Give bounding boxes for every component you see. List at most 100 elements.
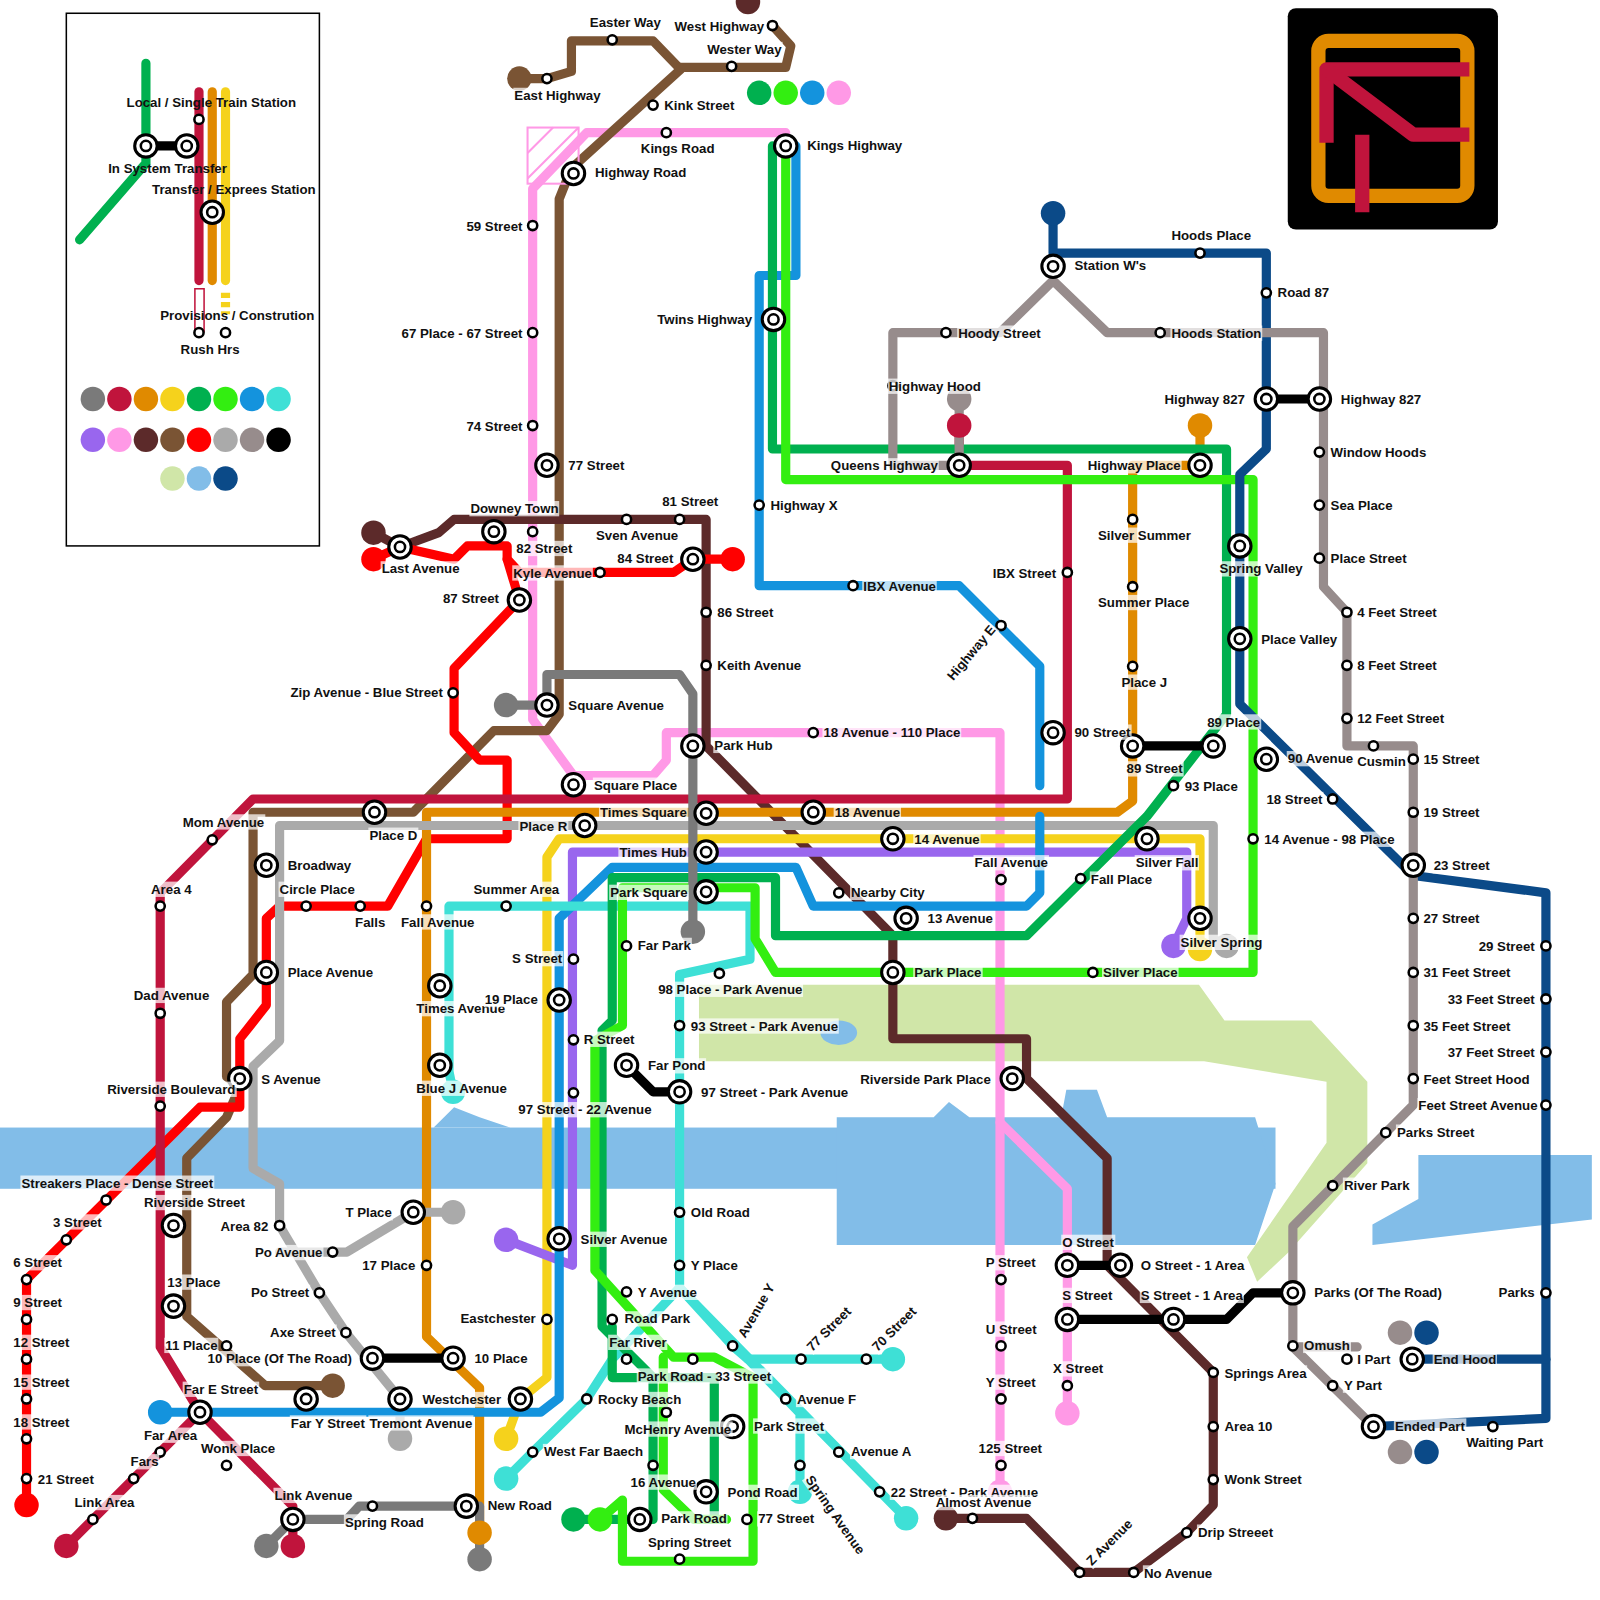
transfer-station-core — [1261, 754, 1271, 764]
transfer-station-core — [261, 967, 271, 977]
station-name: Axe Street — [269, 1324, 337, 1339]
station-name: Place Avenue — [287, 964, 374, 979]
station-name: Window Hoods — [1330, 444, 1428, 459]
station-name: Parks (Of The Road) — [1313, 1284, 1443, 1299]
station-dot — [129, 1474, 138, 1483]
station-dot — [275, 1221, 284, 1230]
station-dot — [156, 1102, 165, 1111]
station-dot — [368, 1502, 377, 1511]
station-dot — [1541, 1101, 1550, 1110]
line-colour-swatch — [81, 387, 105, 411]
legend-text: Provisions / Constrution — [159, 308, 315, 323]
station-name: 6 Street — [12, 1255, 63, 1270]
legend-box — [66, 13, 319, 546]
station-name: Park Hub — [713, 737, 773, 752]
station-dot — [1195, 248, 1204, 257]
transfer-station-core — [688, 554, 698, 564]
station-name: Nearby City — [850, 884, 926, 899]
station-name: Y Place — [690, 1258, 739, 1273]
line-colour-swatch — [187, 466, 211, 490]
line-terminal-dot — [361, 520, 385, 544]
station-dot — [1262, 288, 1271, 297]
transfer-station-core — [514, 595, 524, 605]
transfer-station-core — [888, 967, 898, 977]
station-dot — [1409, 968, 1418, 977]
station-dot — [848, 581, 857, 590]
station-name: Avenue Y — [734, 1279, 778, 1340]
transfer-station — [1189, 907, 1211, 929]
station-dot — [1128, 662, 1137, 671]
transfer-station — [882, 828, 904, 850]
transfer-station — [802, 801, 824, 823]
line-terminal-dot — [281, 1534, 305, 1558]
station-name: IBX Avenue — [862, 578, 937, 593]
line-colour-swatch — [213, 387, 237, 411]
transfer-station-core — [461, 1501, 471, 1511]
station-dot — [1209, 1475, 1218, 1484]
line-terminal-dot — [881, 1347, 905, 1371]
line-terminal-dot — [494, 1427, 518, 1451]
transfer-station-core — [1062, 1260, 1072, 1270]
station-name: Highway X — [769, 497, 838, 512]
line-terminal-dot — [720, 547, 744, 571]
station-name: River Park — [1343, 1177, 1411, 1192]
line-terminal-dot — [561, 1507, 585, 1531]
station-name: 59 Street — [465, 218, 523, 233]
station-name: West Highway — [673, 18, 765, 33]
station-name: Eastchester — [459, 1311, 536, 1326]
line-terminal-dot — [827, 81, 851, 105]
station-dot — [1063, 1381, 1072, 1390]
station-dot — [569, 1035, 578, 1044]
station-name: 13 Avenue — [927, 911, 994, 926]
station-name: Dad Avenue — [133, 987, 211, 1002]
transfer-station — [363, 801, 385, 823]
line-terminal-dot — [320, 1373, 344, 1397]
station-dot — [675, 515, 684, 524]
station-name: 125 Street — [978, 1440, 1043, 1455]
station-dot — [102, 1195, 111, 1204]
station-name: Omush — [1303, 1337, 1351, 1352]
station-name: 18 Avenue - 110 Place — [822, 724, 961, 739]
transfer-station — [455, 1495, 477, 1517]
station-dot — [728, 1341, 737, 1350]
station-dot — [648, 1461, 657, 1470]
legend-transfer-sample — [207, 207, 217, 217]
station-name: 98 Place - Park Avenue — [657, 981, 803, 996]
transfer-station-core — [954, 460, 964, 470]
transfer-station-core — [635, 1514, 645, 1524]
station-dot — [702, 661, 711, 670]
station-name: 19 Place — [484, 991, 539, 1006]
station-dot — [875, 1487, 884, 1496]
legend-transfer-sample — [201, 201, 223, 223]
water-area — [1372, 1155, 1591, 1245]
station-name: 35 Feet Street — [1422, 1018, 1511, 1033]
station-name: Parks Street — [1396, 1124, 1475, 1139]
station-name: Far E Street — [183, 1381, 260, 1396]
station-dot — [542, 74, 551, 83]
station-dot — [795, 1461, 804, 1470]
station-name: Rocky Beach — [597, 1391, 682, 1406]
station-dot — [862, 1355, 871, 1364]
station-name: Riverside Street — [143, 1194, 246, 1209]
station-dot — [502, 902, 511, 911]
station-name: 97 Street - Park Avenue — [700, 1084, 849, 1099]
line-terminal-dot — [736, 0, 760, 14]
station-dot — [622, 1287, 631, 1296]
station-name: IBX Street — [992, 565, 1057, 580]
station-name: Far Area — [143, 1427, 198, 1442]
transfer-station-core — [168, 1301, 178, 1311]
station-name: Silver Avenue — [580, 1231, 669, 1246]
station-name: Highway Road — [594, 164, 687, 179]
station-dot — [1541, 994, 1550, 1003]
station-name: S Street — [1061, 1287, 1113, 1302]
station-name: No Avenue — [1143, 1565, 1213, 1580]
station-name: Park Road — [660, 1511, 728, 1526]
station-name: Z Avenue — [1082, 1515, 1136, 1569]
station-name: 23 Street — [1433, 858, 1491, 873]
legend-transfer-sample — [182, 141, 192, 151]
station-name: Highway Place — [1087, 458, 1182, 473]
station-name: 18 Avenue — [834, 805, 901, 820]
transfer-station-core — [688, 741, 698, 751]
construction-hatch — [528, 128, 579, 184]
line-terminal-dot — [1041, 201, 1065, 225]
